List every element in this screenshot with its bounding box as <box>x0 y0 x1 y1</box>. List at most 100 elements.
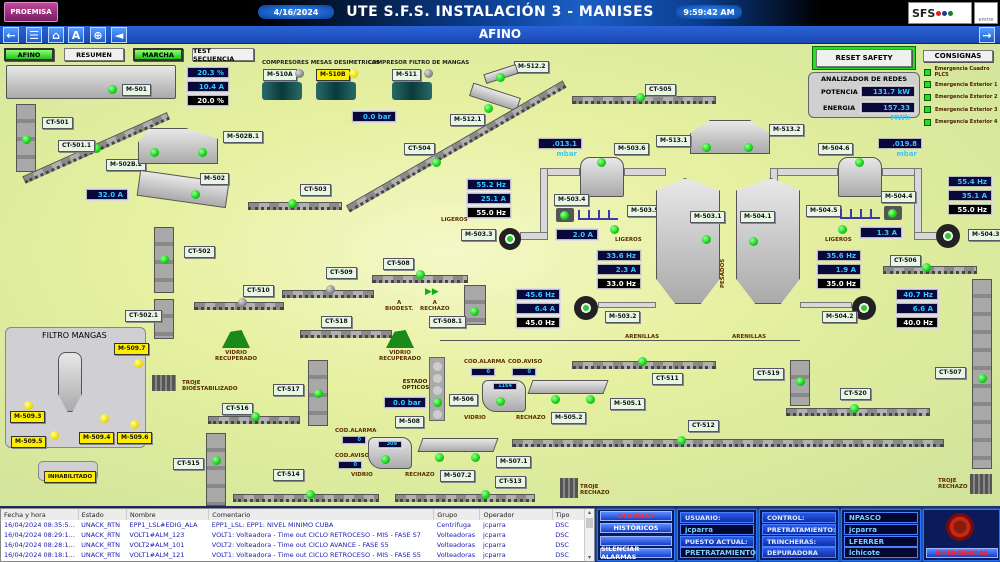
alarm-cell: UNACK_RTN <box>81 551 121 559</box>
ct509-label: CT-509 <box>326 267 357 279</box>
m502b2-label: M-502B.2 <box>106 159 147 171</box>
filtro-mangas-title: FILTRO MANGAS <box>42 331 107 340</box>
network-button[interactable]: ⊕ <box>90 27 106 43</box>
m5122-label: M-512.2 <box>514 61 550 73</box>
historicos-button[interactable]: HISTÓRICOS <box>600 523 672 533</box>
silenciar-alarmas-button[interactable]: SILENCIAR ALARMAS <box>600 545 672 561</box>
m5051-status-led <box>586 395 595 404</box>
emergency-status-led <box>924 106 931 114</box>
font-button[interactable]: A <box>68 27 84 43</box>
alarm-cell: Centrifuga <box>436 521 471 529</box>
alarm-cell: VOLT1#ALM_121 <box>129 551 185 559</box>
ct505-status-led <box>636 93 645 102</box>
ct502-label: CT-502 <box>184 246 215 258</box>
ct518-label: CT-518 <box>321 316 352 328</box>
reset-safety-button[interactable]: RESET SAFETY <box>816 49 912 67</box>
m5044-status-led <box>888 209 897 218</box>
m502b1-label: M-502B.1 <box>223 131 264 143</box>
ct515-status-led <box>212 456 221 465</box>
alarm-cell: jcparra <box>482 551 506 559</box>
forward-button[interactable]: → <box>979 27 995 43</box>
ct507-status-led <box>978 374 987 383</box>
m504-fan-frequency: 55.4 Hz <box>947 175 993 188</box>
column-header-estado[interactable]: Estado <box>78 509 127 520</box>
control-label: CONTROL: <box>762 512 836 523</box>
speaker-button[interactable]: ◄ <box>111 27 127 43</box>
column-header-comentario[interactable]: Comentario <box>208 509 435 520</box>
m5094-status-led <box>100 414 109 423</box>
m504-pressure: .019.8 mbar <box>877 137 923 158</box>
emergency-item: Emergencia Cuadro PLC5 <box>924 66 1000 79</box>
scroll-down-icon[interactable]: ▾ <box>587 554 591 561</box>
alarm-cell: 16/04/2024 08:29:1... <box>4 531 75 539</box>
ct510-label: CT-510 <box>243 285 274 297</box>
column-header-grupo[interactable]: Grupo <box>433 509 481 520</box>
ct520-status-led <box>850 404 859 413</box>
compressor-m510a <box>262 82 302 100</box>
m506-cod-aviso-text: COD.AVISO <box>508 359 543 365</box>
alarm-cell: DSC <box>555 541 569 549</box>
ct510-status-led <box>238 298 247 307</box>
m503-separator-current: 2.3 A <box>596 263 642 276</box>
emergency-label: Emergencia Exterior 3 <box>935 106 998 113</box>
alarmas-button[interactable]: ALARMAS <box>600 511 672 521</box>
m5043-fan <box>936 224 960 248</box>
header-bar <box>0 0 1000 26</box>
m503-separator-frequency: 33.6 Hz <box>596 249 642 262</box>
alarm-table-scrollbar[interactable]: ▴ ▾ <box>584 509 594 561</box>
scroll-thumb[interactable] <box>586 518 593 528</box>
m503-separator-setpoint: 33.0 Hz <box>596 277 642 290</box>
emergency-item: Emergencia Exterior 4 <box>924 116 1000 129</box>
test-secuencia-button[interactable]: TEST SECUENCIA <box>192 47 254 63</box>
m508-label: M-508 <box>395 416 424 428</box>
scroll-up-icon[interactable]: ▴ <box>587 509 591 516</box>
marcha-button[interactable]: MARCHA <box>133 48 183 61</box>
m5036-label: M-503.6 <box>614 143 650 155</box>
blank-button[interactable] <box>600 536 672 546</box>
inhabilitado-switch[interactable]: INHABILITADO <box>38 461 98 483</box>
alarm-cell: DSC <box>555 521 569 529</box>
m502b2-status-led <box>198 148 207 157</box>
m506-cod-alarma-value: 0 <box>470 367 496 377</box>
column-header-fecha[interactable]: Fecha y hora <box>1 509 79 520</box>
troje-bioestabilizado-text: TROJE BIOESTABILIZADO <box>182 380 238 392</box>
column-header-operador[interactable]: Operador <box>479 509 553 520</box>
m506-code: 1164 <box>492 382 518 391</box>
ct516-label: CT-516 <box>222 403 253 415</box>
ct512-conveyor <box>512 439 944 447</box>
emergency-stop-icon[interactable] <box>946 513 974 541</box>
m501-setpoint: 20.0 % <box>186 94 230 107</box>
network-analyzer-panel: ANALIZADOR DE REDES POTENCIA 131.7 kW EN… <box>808 72 920 122</box>
filtro-mangas-panel: FILTRO MANGAS M-509.7 M-509.3 M-509.4 M-… <box>5 327 153 448</box>
m5031-label: M-503.1 <box>690 211 726 223</box>
m513-screen <box>690 120 770 154</box>
column-header-tipo[interactable]: Tipo <box>552 509 586 520</box>
column-header-nombre[interactable]: Nombre <box>126 509 210 520</box>
alarm-cell: 16/04/2024 08:35:5... <box>4 521 75 529</box>
m5093-status-led <box>24 401 33 410</box>
vidrio-text: VIDRIO <box>464 415 486 421</box>
ct501-status-led <box>22 135 31 144</box>
back-button[interactable]: ← <box>3 27 19 43</box>
logo-dot <box>948 10 954 16</box>
ct513-status-led <box>481 490 490 499</box>
ct514-status-led <box>306 490 315 499</box>
ct5081-conveyor <box>464 285 486 325</box>
resumen-button[interactable]: RESUMEN <box>64 48 124 61</box>
ct503-status-led <box>288 199 297 208</box>
home-button[interactable]: ⌂ <box>48 27 64 43</box>
list-button[interactable]: ☰ <box>26 27 42 43</box>
emergency-status-led <box>924 68 931 76</box>
consignas-button[interactable]: CONSIGNAS <box>923 50 993 62</box>
alarm-cell: VOLT1: Volteadora - Time out CICLO RETRO… <box>211 531 421 539</box>
afino-button[interactable]: AFINO <box>4 48 54 61</box>
emergencias-button[interactable]: EMERGENCIAS <box>926 548 998 558</box>
sfs-logo: SFS <box>908 2 972 24</box>
ct501-label: CT-501 <box>42 117 73 129</box>
m5097-label: M-509.7 <box>114 343 150 355</box>
m5032-fan-frequency: 45.6 Hz <box>515 288 561 301</box>
